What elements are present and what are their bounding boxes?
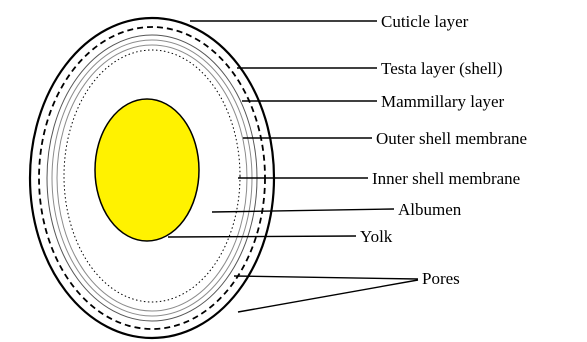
pores-leader-upper xyxy=(234,276,418,279)
label-cuticle-layer: Cuticle layer xyxy=(381,13,468,30)
yolk-shape xyxy=(95,99,199,241)
label-albumen: Albumen xyxy=(398,201,461,218)
pores-leader-lower xyxy=(238,280,418,312)
label-mammillary-layer: Mammillary layer xyxy=(381,93,504,110)
label-inner-shell-membrane: Inner shell membrane xyxy=(372,170,520,187)
label-pores: Pores xyxy=(422,270,460,287)
albumen-leader xyxy=(212,209,394,212)
label-outer-shell-membrane: Outer shell membrane xyxy=(376,130,527,147)
yolk-leader xyxy=(168,236,356,237)
label-yolk: Yolk xyxy=(360,228,392,245)
label-testa-layer: Testa layer (shell) xyxy=(381,60,503,77)
